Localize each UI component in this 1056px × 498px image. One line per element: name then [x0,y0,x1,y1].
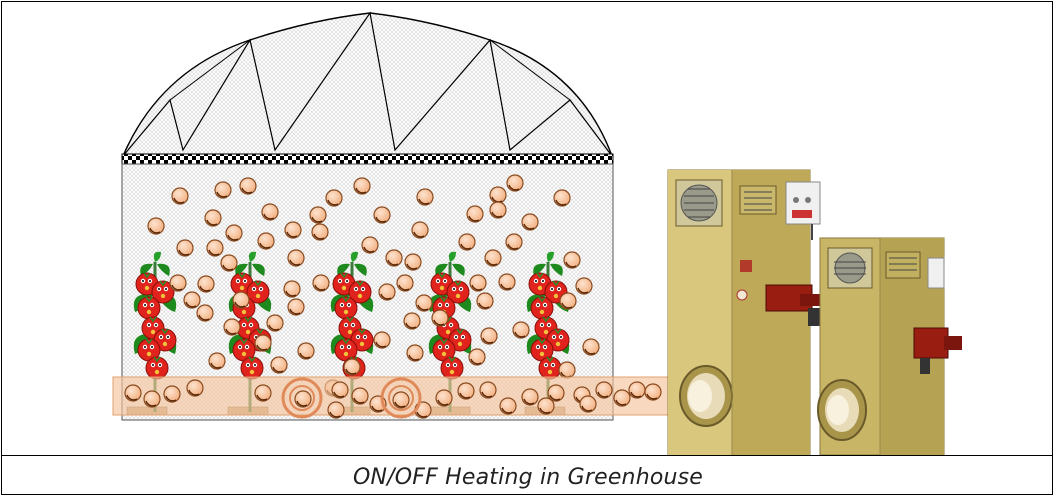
greenhouse-diagram [112,11,962,455]
greenhouse-gutter [121,153,614,165]
air-outlet-rings [281,377,422,419]
caption-divider [1,455,1053,456]
figure-caption: ON/OFF Heating in Greenhouse [352,465,704,490]
air-heater-icon [667,169,962,455]
greenhouse-roof [121,11,614,157]
